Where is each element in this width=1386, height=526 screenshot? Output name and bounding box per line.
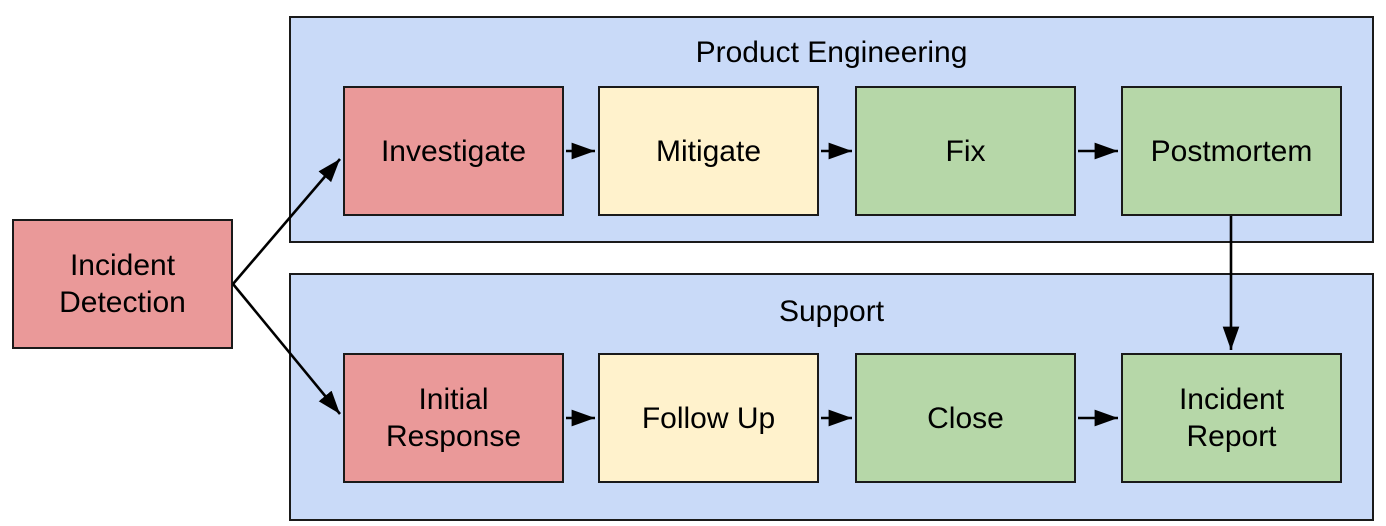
node-mitigate-label: Mitigate — [655, 134, 762, 168]
node-initial-response-label: Initial Response — [385, 383, 522, 453]
node-fix-label: Fix — [945, 134, 986, 168]
node-fix[interactable]: Fix — [855, 86, 1076, 216]
node-incident-detection[interactable]: Incident Detection — [12, 219, 233, 349]
node-follow-up-label: Follow Up — [641, 401, 776, 435]
node-close[interactable]: Close — [855, 353, 1076, 483]
node-investigate[interactable]: Investigate — [343, 86, 564, 216]
node-initial-response[interactable]: Initial Response — [343, 353, 564, 483]
node-incident-detection-label: Incident Detection — [59, 249, 186, 319]
node-postmortem-label: Postmortem — [1150, 134, 1313, 168]
node-investigate-label: Investigate — [380, 134, 527, 168]
node-mitigate[interactable]: Mitigate — [598, 86, 819, 216]
node-incident-report-label: Incident Report — [1178, 383, 1285, 453]
swimlane-title-product-engineering: Product Engineering — [695, 36, 968, 69]
node-follow-up[interactable]: Follow Up — [598, 353, 819, 483]
node-postmortem[interactable]: Postmortem — [1121, 86, 1342, 216]
node-close-label: Close — [927, 401, 1004, 435]
node-incident-report[interactable]: Incident Report — [1121, 353, 1342, 483]
swimlane-title-support: Support — [778, 295, 885, 328]
